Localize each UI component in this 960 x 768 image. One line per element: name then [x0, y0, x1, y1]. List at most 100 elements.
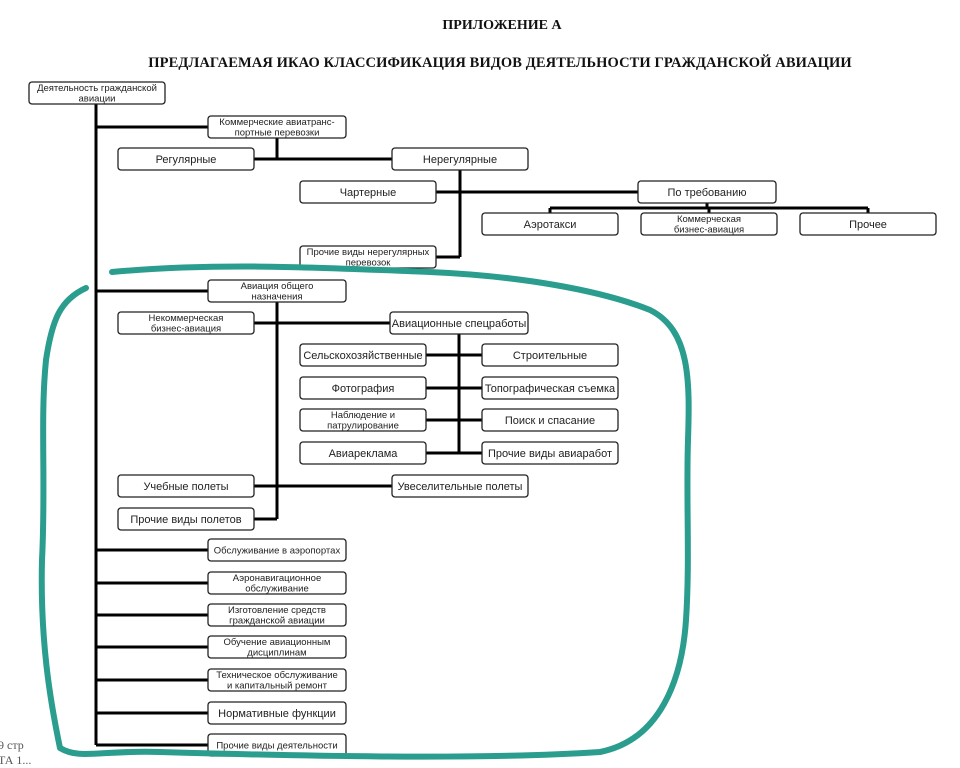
node-label: обслуживание — [245, 584, 309, 595]
node-construct: Строительные — [481, 343, 619, 367]
node-box — [481, 376, 619, 400]
node-label: Увеселительные полеты — [398, 481, 523, 493]
node-label: перевозок — [346, 258, 392, 269]
node-label: Коммерческая — [677, 214, 741, 225]
node-regulatory: Нормативные функции — [207, 701, 347, 725]
node-box — [481, 441, 619, 465]
node-box — [117, 507, 255, 531]
node-agri: Сельскохозяйственные — [299, 343, 427, 367]
node-label: бизнес-авиация — [151, 324, 221, 335]
node-label: Авиация общего — [241, 281, 314, 292]
node-label: Коммерческие авиатранс- — [219, 117, 334, 128]
node-aerialwork: Авиационные спецработы — [389, 311, 529, 335]
node-box — [207, 668, 347, 692]
node-label: Нерегулярные — [423, 154, 497, 166]
node-label: портные перевозки — [235, 128, 320, 139]
node-regular: Регулярные — [117, 147, 255, 171]
freehand-annotation-loop — [38, 263, 692, 760]
node-pleasure: Увеселительные полеты — [391, 474, 529, 498]
node-label: Учебные полеты — [143, 481, 228, 493]
node-label: Аэронавигационное — [233, 573, 321, 584]
node-box — [207, 603, 347, 627]
node-label: Обслуживание в аэропортах — [214, 545, 341, 556]
node-label: По требованию — [668, 187, 747, 199]
node-ads: Авиареклама — [299, 441, 427, 465]
node-box — [481, 343, 619, 367]
footer-line-1: 9 стр — [0, 738, 24, 752]
node-box — [207, 701, 347, 725]
node-label: Регулярные — [156, 154, 217, 166]
node-box — [117, 147, 255, 171]
node-label: Фотография — [332, 383, 395, 395]
node-label: Сельскохозяйственные — [303, 350, 422, 362]
footer-line-2: ТА 1... — [0, 753, 32, 767]
node-otherwork: Прочие виды авиаработ — [481, 441, 619, 465]
node-label: Некоммерческая — [149, 313, 224, 324]
node-label: Прочие виды полетов — [130, 514, 241, 526]
node-label: Аэротакси — [524, 219, 577, 231]
node-label: гражданской авиации — [229, 616, 325, 627]
node-label: бизнес-авиация — [674, 225, 744, 236]
node-box — [299, 343, 427, 367]
node-training: Учебные полеты — [117, 474, 255, 498]
node-label: Топографическая съемка — [485, 383, 616, 395]
node-label: Поиск и спасание — [505, 415, 595, 427]
node-ondemand: По требованию — [637, 180, 777, 204]
node-other1: Прочее — [799, 212, 937, 236]
node-box — [481, 408, 619, 432]
node-label: Прочие виды нерегулярных — [307, 247, 430, 258]
connector-lines — [94, 104, 870, 747]
node-label: назначения — [251, 292, 302, 303]
node-label: Чартерные — [340, 187, 397, 199]
node-airtaxi: Аэротакси — [481, 212, 619, 236]
node-box — [207, 571, 347, 595]
node-photo: Фотография — [299, 376, 427, 400]
node-box — [481, 212, 619, 236]
node-label: Изготовление средств — [228, 605, 326, 616]
node-otherflights: Прочие виды полетов — [117, 507, 255, 531]
node-box — [391, 147, 529, 171]
node-label: Авиационные спецработы — [392, 318, 527, 330]
node-label: Строительные — [513, 350, 587, 362]
node-label: Прочее — [849, 219, 887, 231]
node-commercial: Коммерческие авиатранс-портные перевозки — [207, 115, 347, 139]
node-box — [299, 376, 427, 400]
node-box — [391, 474, 529, 498]
node-label: Техническое обслуживание — [216, 670, 338, 681]
node-label: патрулирование — [327, 421, 399, 432]
node-box — [299, 180, 437, 204]
node-sar: Поиск и спасание — [481, 408, 619, 432]
node-nonregular: Нерегулярные — [391, 147, 529, 171]
node-label: Нормативные функции — [218, 708, 336, 720]
node-survey: Топографическая съемка — [481, 376, 619, 400]
node-label: и капитальный ремонт — [227, 681, 328, 692]
node-box — [207, 279, 347, 303]
node-box — [637, 180, 777, 204]
node-box — [117, 311, 255, 335]
node-box — [207, 538, 347, 562]
node-box — [28, 81, 166, 105]
node-box — [799, 212, 937, 236]
node-label: Авиареклама — [329, 448, 399, 460]
node-charter: Чартерные — [299, 180, 437, 204]
node-label: дисциплинам — [247, 648, 306, 659]
node-box — [389, 311, 529, 335]
node-box — [117, 474, 255, 498]
node-box — [299, 408, 427, 432]
node-box — [207, 635, 347, 659]
node-box — [640, 212, 778, 236]
node-label: Деятельность гражданской — [37, 83, 157, 94]
node-label: Прочие виды авиаработ — [488, 448, 612, 460]
node-label: Наблюдение и — [331, 410, 395, 421]
